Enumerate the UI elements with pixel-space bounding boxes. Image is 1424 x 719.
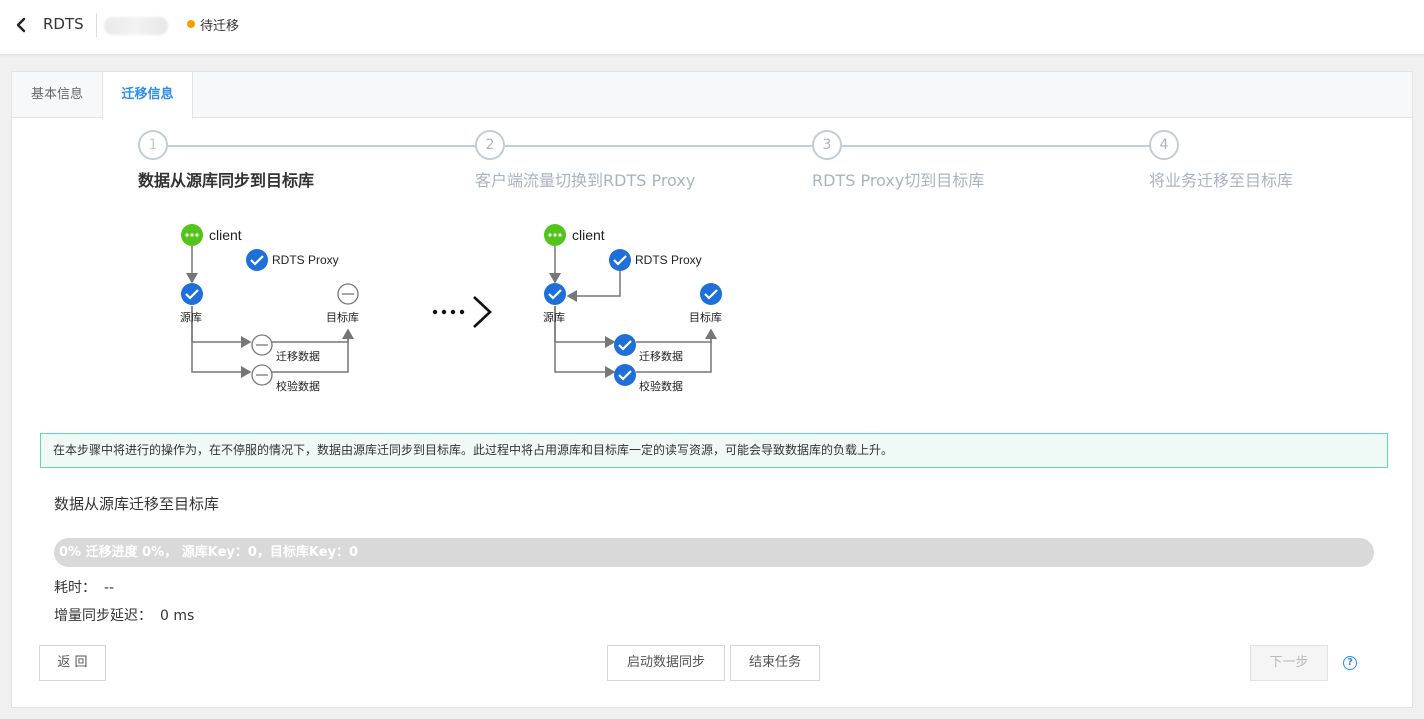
step-4-circle: 4 xyxy=(1149,130,1179,160)
step-3-title: RDTS Proxy切到目标库 xyxy=(812,171,985,190)
verify-label: 校验数据 xyxy=(276,379,320,393)
instance-name-redacted xyxy=(104,17,168,35)
end-task-button[interactable]: 结束任务 xyxy=(730,645,820,681)
check-icon xyxy=(700,283,722,305)
migrate-label: 迁移数据 xyxy=(276,349,320,363)
step-connector xyxy=(168,145,476,147)
minus-circle-icon xyxy=(337,283,359,305)
check-icon xyxy=(544,283,566,305)
step-2-title: 客户端流量切换到RDTS Proxy xyxy=(475,171,696,190)
client-icon xyxy=(544,224,566,246)
delay-value: 0 ms xyxy=(160,608,195,624)
check-icon xyxy=(181,283,203,305)
minus-circle-icon xyxy=(251,334,273,356)
next-step-button[interactable]: 下一步 xyxy=(1250,645,1328,681)
check-icon xyxy=(614,334,636,356)
chevron-left-icon[interactable] xyxy=(14,16,30,34)
elapsed-value: -- xyxy=(104,580,115,596)
step-connector xyxy=(505,145,813,147)
status-text: 待迁移 xyxy=(200,19,240,34)
migrate-label: 迁移数据 xyxy=(639,349,683,363)
diagram-before: client RDTS Proxy 源库 目标库 迁移数据 xyxy=(180,224,359,393)
proxy-label: RDTS Proxy xyxy=(272,253,339,267)
elapsed-stat: 耗时： -- xyxy=(54,577,114,597)
diagram-after: client RDTS Proxy 源库 目标库 迁移数据 xyxy=(543,224,722,393)
dotted-arrow-right-icon xyxy=(432,296,492,328)
client-label: client xyxy=(572,227,605,243)
step-connector xyxy=(842,145,1150,147)
app-title: RDTS xyxy=(43,15,84,33)
tab-bar: 基本信息 迁移信息 xyxy=(12,72,1412,119)
start-sync-button[interactable]: 启动数据同步 xyxy=(607,645,725,681)
step-3-circle: 3 xyxy=(812,130,842,160)
elapsed-label: 耗时： xyxy=(54,580,96,596)
progress-text: 0% 迁移进度 0%， 源库Key：0，目标库Key：0 xyxy=(59,545,359,560)
target-label: 目标库 xyxy=(326,310,359,324)
client-label: client xyxy=(209,227,242,243)
tab-migration-info[interactable]: 迁移信息 xyxy=(102,72,193,119)
step-4-title: 将业务迁移至目标库 xyxy=(1149,171,1294,190)
source-label: 源库 xyxy=(543,310,565,324)
check-icon xyxy=(614,364,636,386)
delay-label: 增量同步延迟： xyxy=(54,608,152,624)
status-dot xyxy=(187,20,195,28)
back-button[interactable]: 返 回 xyxy=(39,645,106,681)
delay-stat: 增量同步延迟： 0 ms xyxy=(54,605,194,625)
proxy-label: RDTS Proxy xyxy=(635,253,702,267)
step-2-circle: 2 xyxy=(475,130,505,160)
info-notice: 在本步骤中将进行的操作为，在不停服的情况下，数据由源库迁同步到目标库。此过程中将… xyxy=(40,433,1388,468)
check-icon xyxy=(609,249,631,271)
migration-diagram: client RDTS Proxy 源库 目标库 迁移数据 xyxy=(180,224,722,393)
source-label: 源库 xyxy=(180,310,202,324)
section-title: 数据从源库迁移至目标库 xyxy=(54,495,220,513)
main-panel: 基本信息 迁移信息 1 2 3 4 数据从源库同步到目标库 客户端流量切换到RD… xyxy=(11,71,1413,708)
client-icon xyxy=(181,224,203,246)
step-1-title: 数据从源库同步到目标库 xyxy=(138,171,315,190)
migration-progress-bar: 0% 迁移进度 0%， 源库Key：0，目标库Key：0 xyxy=(54,538,1374,567)
target-label: 目标库 xyxy=(689,310,722,324)
tab-basic-info[interactable]: 基本信息 xyxy=(30,87,83,102)
question-icon[interactable]: ? xyxy=(1343,656,1357,670)
divider xyxy=(96,13,97,37)
check-icon xyxy=(246,249,268,271)
step-1-circle: 1 xyxy=(138,130,168,160)
top-bar: RDTS 待迁移 xyxy=(0,0,1424,54)
minus-circle-icon xyxy=(251,364,273,386)
verify-label: 校验数据 xyxy=(639,379,683,393)
